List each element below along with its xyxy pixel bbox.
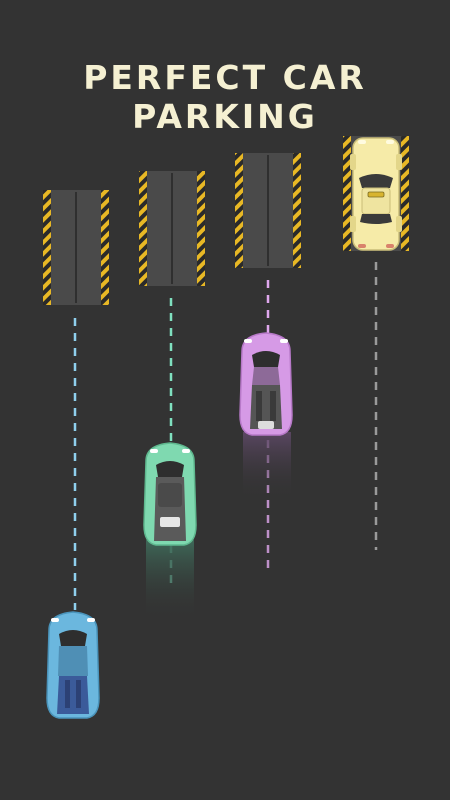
purple-car-trail [243,432,291,500]
green-car[interactable] [143,442,197,546]
blue-car[interactable] [46,611,100,719]
game-title: PERFECT CAR PARKING [83,58,367,136]
taxi-car[interactable] [350,137,402,251]
purple-car[interactable] [239,332,293,436]
parking-spot-2 [139,171,205,286]
parking-spot-1 [43,190,109,305]
green-car-trail [146,540,194,620]
parking-spot-3 [235,153,301,268]
